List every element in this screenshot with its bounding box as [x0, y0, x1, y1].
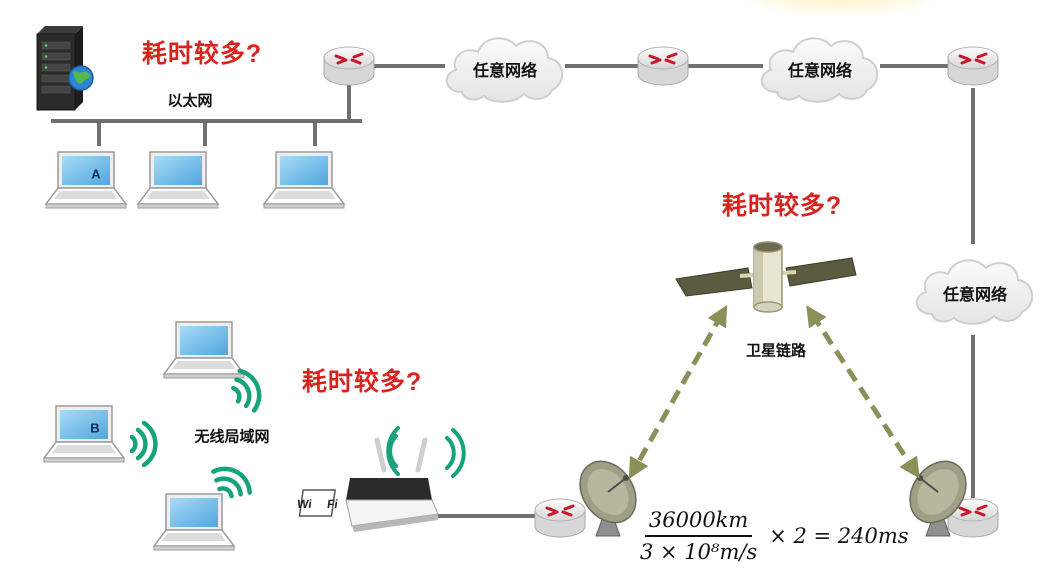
laptop-ethernet-2: [137, 151, 219, 209]
laptop-wlan-bottom: [153, 493, 235, 551]
cloud-label-3: 任意网络: [942, 287, 1008, 304]
router-top-middle: [636, 45, 690, 87]
wifi-router-icon: [298, 426, 466, 532]
laptop-wlan-top: [163, 321, 245, 379]
wifi-router-text-fi: Fi: [326, 497, 339, 511]
top-glow: [730, 0, 950, 20]
question-ethernet: 耗时较多?: [141, 40, 263, 68]
host-b-label: B: [90, 420, 100, 436]
server-icon: [36, 26, 94, 111]
cloud-label-2: 任意网络: [787, 63, 853, 80]
satellite-icon: [675, 241, 857, 313]
satellite-link-label: 卫星链路: [745, 342, 807, 360]
question-wlan: 耗时较多?: [301, 368, 423, 396]
laptop-a: [45, 151, 127, 209]
formula-fraction: 36000km 3 × 10⁸m/s: [636, 508, 761, 564]
network-links: [51, 64, 975, 518]
formula-denominator: 3 × 10⁸m/s: [640, 540, 758, 564]
router-wlan: [533, 497, 587, 539]
host-a-label: A: [91, 166, 101, 182]
formula-result: × 2 = 240ms: [769, 524, 909, 548]
ethernet-label: 以太网: [167, 92, 213, 110]
satellite-link-arrows: [628, 304, 920, 480]
question-satellite: 耗时较多?: [721, 192, 843, 220]
wifi-router-text-wi: Wi: [296, 497, 313, 511]
cloud-label-1: 任意网络: [472, 63, 538, 80]
router-top-right: [946, 45, 1000, 87]
propagation-delay-formula: 36000km 3 × 10⁸m/s × 2 = 240ms: [636, 508, 909, 564]
wlan-label: 无线局域网: [194, 428, 270, 446]
router-ethernet: [322, 45, 376, 87]
formula-numerator: 36000km: [644, 508, 753, 537]
laptop-b: [43, 405, 125, 463]
laptop-ethernet-3: [263, 151, 345, 209]
wifi-signal-icon: [132, 423, 155, 465]
